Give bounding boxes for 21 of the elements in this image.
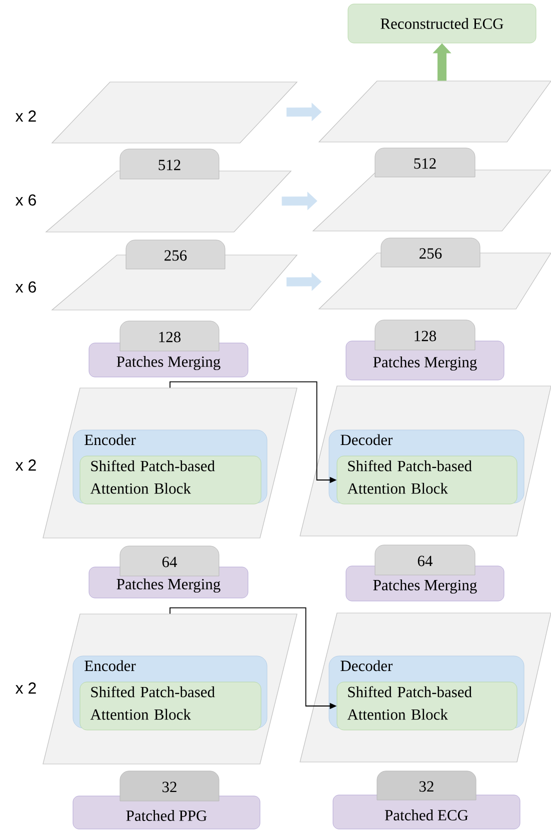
attention-block: Shifted Patch-based Attention Block bbox=[80, 456, 262, 504]
attention-block: Shifted Patch-based Attention Block bbox=[80, 682, 262, 730]
repeat-label: x 6 bbox=[16, 281, 36, 293]
size-tab: 256 bbox=[126, 240, 226, 270]
repeat-label: x 2 bbox=[16, 682, 36, 694]
size-tab: 128 bbox=[374, 320, 476, 350]
size-tab: 64 bbox=[120, 546, 220, 576]
size-tab: 256 bbox=[380, 238, 480, 268]
size-tab: 128 bbox=[120, 320, 220, 352]
attention-block: Shifted Patch-based Attention Block bbox=[336, 682, 518, 730]
size-tab: 32 bbox=[120, 770, 220, 802]
output-box: Reconstructed ECG bbox=[348, 4, 536, 44]
size-tab: 32 bbox=[376, 770, 476, 800]
size-tab: 512 bbox=[120, 148, 220, 180]
repeat-label: x 2 bbox=[16, 459, 36, 471]
size-tab: 64 bbox=[374, 544, 476, 576]
label-box: Patched ECG bbox=[332, 794, 520, 830]
size-tab: 512 bbox=[374, 148, 476, 178]
repeat-label: x 2 bbox=[16, 110, 36, 122]
attention-block: Shifted Patch-based Attention Block bbox=[336, 456, 518, 504]
label-box: Patched PPG bbox=[72, 796, 260, 830]
